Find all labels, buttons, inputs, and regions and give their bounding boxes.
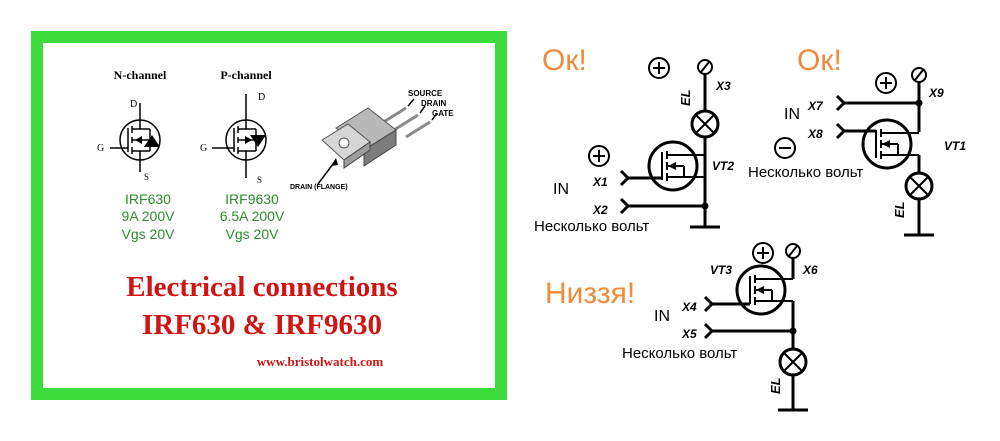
- package-source-label: SOURCE: [408, 89, 443, 98]
- circuit-1-transistor-label: VT2: [712, 159, 734, 173]
- circuit-3-lamp-label: EL: [768, 377, 783, 394]
- circuit-1-x3-label: X3: [715, 79, 731, 93]
- circuit-2-x8-label: X8: [807, 127, 823, 141]
- circuit-3-in-label: IN: [654, 308, 670, 325]
- circuit-1-x2-label: X2: [592, 203, 608, 217]
- circuit-1: Ок! X3 EL: [534, 44, 734, 235]
- package-gate-label: GATE: [432, 109, 454, 118]
- datasheet-website: www.bristolwatch.com: [257, 354, 384, 369]
- irf630-rating: 9A 200V: [122, 208, 176, 224]
- datasheet-title-line1: Electrical connections: [126, 271, 397, 303]
- p-channel-mosfet-symbol: D G S: [200, 92, 267, 185]
- circuit-3-transistor-label: VT3: [710, 263, 732, 277]
- circuit-2: Ок! X9 X7 IN VT1: [748, 44, 966, 237]
- n-channel-pin-g: G: [97, 143, 104, 154]
- circuit-2-status: Ок!: [797, 44, 842, 77]
- p-channel-label: P-channel: [220, 68, 272, 82]
- circuit-2-x9-terminal: [911, 67, 927, 83]
- p-channel-pin-g: G: [200, 143, 207, 154]
- irf9630-name: IRF9630: [225, 191, 279, 207]
- irf630-name: IRF630: [125, 191, 171, 207]
- circuit-3-transistor: [735, 264, 793, 316]
- irf9630-specs: IRF9630 6.5A 200V Vgs 20V: [220, 191, 285, 242]
- circuit-3: Низзя! X6 VT3 X4 IN: [545, 242, 818, 412]
- circuit-2-x7-label: X7: [807, 99, 824, 113]
- circuit-3-volts-label: Несколько вольт: [622, 345, 737, 362]
- circuit-1-plus-terminal: [648, 57, 670, 79]
- n-channel-label: N-channel: [114, 68, 167, 82]
- circuit-2-lamp: [904, 171, 934, 201]
- circuit-1-volts-label: Несколько вольт: [534, 218, 649, 235]
- p-channel-pin-s: S: [257, 175, 262, 185]
- n-channel-pin-d: D: [130, 99, 137, 110]
- datasheet-border: [31, 31, 507, 400]
- circuit-3-x4-label: X4: [681, 300, 697, 314]
- circuit-2-x9-label: X9: [928, 86, 944, 100]
- circuit-1-gate-plus: [588, 145, 610, 167]
- circuit-1-transistor: [647, 140, 705, 192]
- n-channel-pin-s: S: [144, 172, 149, 182]
- circuit-2-in-label: IN: [784, 106, 800, 123]
- circuit-2-transistor: [861, 118, 919, 170]
- circuit-1-x1-label: X1: [592, 175, 608, 189]
- circuit-3-lamp: [778, 347, 808, 377]
- datasheet-title-line2: IRF630 & IRF9630: [142, 309, 382, 341]
- circuit-2-lamp-label: EL: [892, 201, 907, 218]
- datasheet-panel: N-channel P-channel D G S: [31, 31, 507, 400]
- circuit-1-lamp-label: EL: [678, 89, 693, 106]
- irf9630-rating: 6.5A 200V: [220, 208, 285, 224]
- p-channel-pin-d: D: [258, 92, 265, 103]
- circuit-1-status: Ок!: [542, 44, 587, 77]
- irf9630-vgs: Vgs 20V: [226, 226, 280, 242]
- package-flange-label: DRAIN (FLANGE): [290, 184, 348, 191]
- circuit-2-plus-terminal: [875, 72, 897, 94]
- circuit-3-x6-label: X6: [802, 263, 818, 277]
- circuit-2-transistor-label: VT1: [944, 139, 966, 153]
- circuit-1-lamp: [690, 109, 720, 139]
- irf630-specs: IRF630 9A 200V Vgs 20V: [122, 191, 176, 242]
- circuit-1-in-label: IN: [553, 181, 569, 198]
- circuit-3-x6-terminal: [785, 243, 801, 259]
- circuit-3-plus-terminal: [752, 242, 774, 264]
- to220-package-image: SOURCE DRAIN GATE DRAIN (FLANGE): [290, 89, 454, 191]
- circuit-2-volts-label: Несколько вольт: [748, 164, 863, 181]
- irf630-vgs: Vgs 20V: [122, 226, 176, 242]
- circuit-3-x5-label: X5: [681, 327, 697, 341]
- circuit-1-x3-terminal: [697, 59, 713, 75]
- n-channel-mosfet-symbol: D G S: [97, 99, 161, 182]
- package-drain-label: DRAIN: [421, 99, 447, 108]
- circuit-3-status: Низзя!: [545, 277, 635, 310]
- circuit-2-minus-terminal: [774, 137, 796, 159]
